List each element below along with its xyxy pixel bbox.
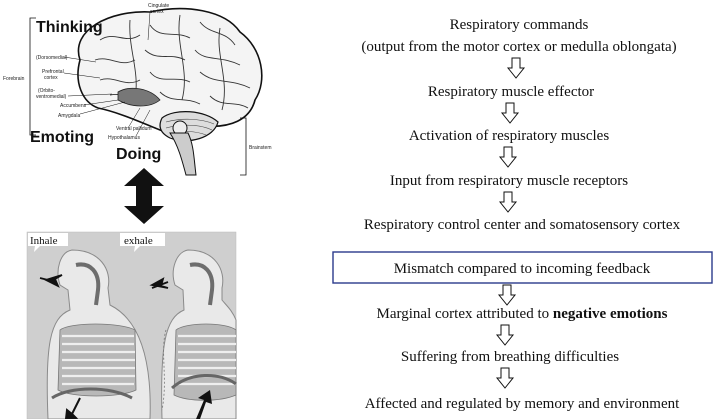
label-brainstem: Brainstem	[249, 145, 272, 151]
flow-step-mismatch: Mismatch compared to incoming feedback	[394, 261, 651, 277]
brain-folds	[94, 14, 251, 111]
flow-step-control-center: Respiratory control center and somatosen…	[364, 217, 681, 233]
label-orbito: (Orbito-	[38, 88, 55, 94]
label-amygdala: Amygdala	[58, 113, 80, 119]
breathing-illustration: Inhale exhale	[26, 231, 237, 419]
marginal-step-prefix: Marginal cortex attributed to	[377, 306, 553, 322]
label-ventral-pallidum: Ventral pallidum	[116, 126, 152, 132]
label-cingulate-cortex: cortex	[150, 9, 164, 15]
diaphragm-up-arrow-icon	[196, 390, 212, 419]
limbic-region	[117, 87, 161, 107]
label-exhale: exhale	[124, 235, 153, 247]
label-prefrontal-cortex: cortex	[44, 75, 58, 81]
exhale-bubble	[120, 233, 165, 252]
label-dorsomedial: (Dorsomedial)	[36, 55, 68, 61]
label-leader-lines	[63, 11, 151, 137]
flow-arrow	[497, 284, 517, 306]
brainstem-bracket	[240, 117, 247, 176]
flowchart: Respiratory commands (output from the mo…	[332, 17, 713, 412]
label-hypothalamus: Hypothalamus	[108, 135, 140, 141]
diaphragm-down-arrow-icon	[64, 397, 81, 419]
flow-arrow	[498, 191, 518, 213]
flow-arrow	[498, 146, 518, 168]
down-arrow-icon	[497, 284, 517, 306]
exhale-figure	[149, 249, 237, 419]
forebrain-bracket	[29, 17, 36, 136]
down-arrow-icon	[500, 102, 520, 124]
inhale-bubble	[28, 233, 68, 252]
label-prefrontal: Prefrontal	[42, 69, 64, 75]
label-thinking: Thinking	[36, 19, 103, 36]
bidirectional-arrow-icon	[124, 168, 164, 224]
flow-arrow	[500, 102, 520, 124]
mismatch-box	[332, 251, 713, 284]
flow-step-commands: Respiratory commands	[450, 17, 589, 33]
label-inhale: Inhale	[30, 235, 58, 247]
inhale-figure	[39, 249, 151, 419]
label-emoting: Emoting	[30, 129, 94, 146]
label-forebrain: Forebrain	[3, 76, 25, 82]
flow-arrow	[506, 57, 526, 79]
flow-step-effector: Respiratory muscle effector	[428, 84, 594, 100]
down-arrow-icon	[506, 57, 526, 79]
down-arrow-icon	[495, 324, 515, 346]
flow-step-memory: Affected and regulated by memory and env…	[365, 396, 680, 412]
inhale-air-arrow-icon	[39, 274, 63, 288]
down-arrow-icon	[498, 191, 518, 213]
down-arrow-icon	[495, 367, 515, 389]
marginal-step-bold: negative emotions	[553, 306, 668, 322]
label-ventromedial: ventromedial)	[36, 94, 67, 100]
label-accumbens: Accumbens	[60, 103, 87, 109]
exhale-air-arrow-icon	[149, 277, 169, 289]
flow-step-commands-detail: (output from the motor cortex or medulla…	[361, 39, 676, 55]
flow-step-activation: Activation of respiratory muscles	[409, 128, 610, 144]
flow-step-suffering: Suffering from breathing difficulties	[401, 349, 619, 365]
brain-illustration: Thinking Emoting Doing Cingulate cortex …	[3, 3, 272, 176]
label-cingulate: Cingulate	[148, 3, 169, 9]
brainstem-shape	[169, 132, 197, 176]
label-doing: Doing	[116, 146, 161, 163]
flow-step-marginal-cortex: Marginal cortex attributed to negative e…	[377, 306, 668, 322]
flow-arrow	[495, 324, 515, 346]
flow-arrow	[495, 367, 515, 389]
down-arrow-icon	[498, 146, 518, 168]
flow-step-receptors: Input from respiratory muscle receptors	[390, 173, 628, 189]
